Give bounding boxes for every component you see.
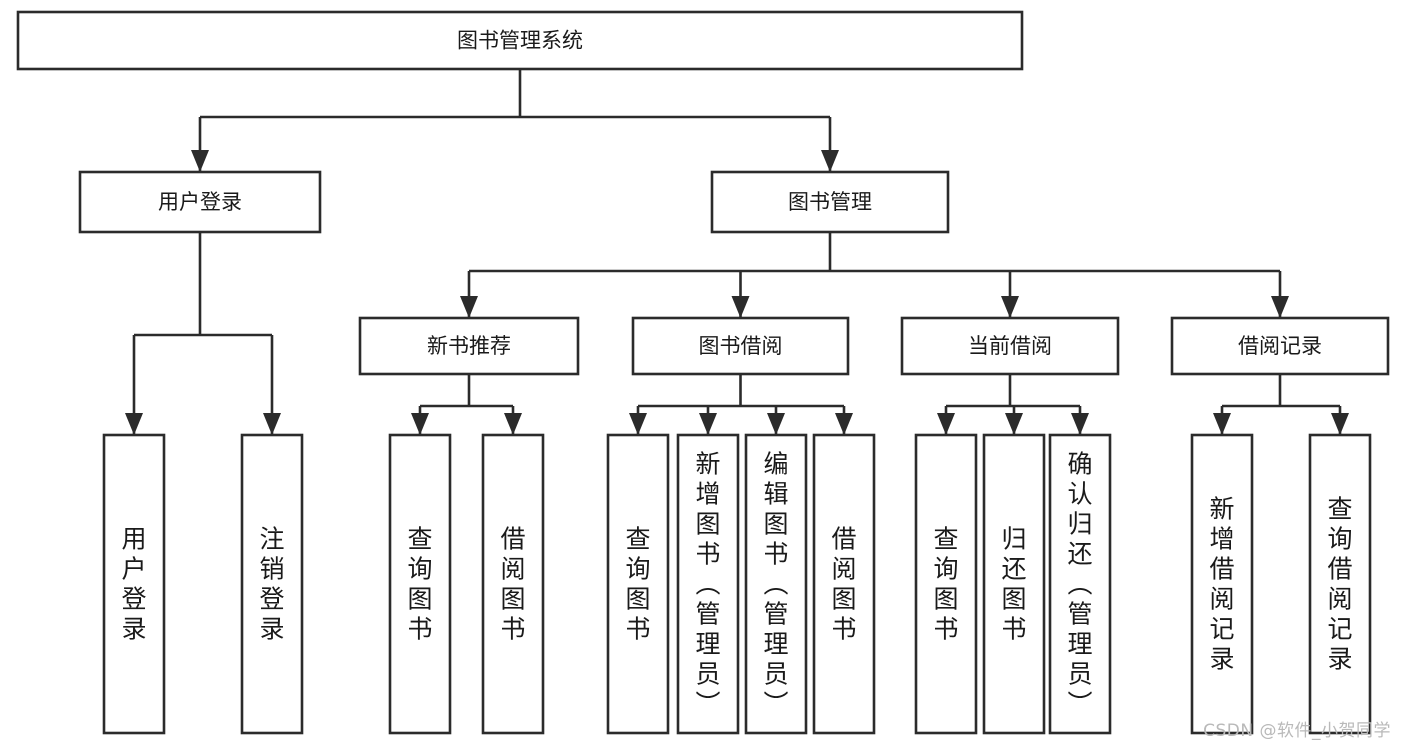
node-label-root: 图书管理系统	[457, 29, 583, 53]
node-borrow-record[interactable]: 借阅记录	[1170, 316, 1390, 376]
arrow-head-icon-leaf-edit-book-admin	[767, 413, 785, 435]
node-label-leaf-add-borrow-record: 新增借阅记录	[1209, 494, 1234, 673]
arrow-head-icon-leaf-add-borrow-record	[1213, 413, 1231, 435]
node-box-root	[16, 10, 1024, 71]
node-box-leaf-return-book	[982, 433, 1046, 735]
node-box-leaf-user-login	[102, 433, 166, 735]
node-label-book-borrow: 图书借阅	[699, 334, 783, 358]
node-box-current-borrow	[900, 316, 1120, 376]
node-leaf-return-book[interactable]: 归还图书	[982, 433, 1046, 735]
node-book-manage[interactable]: 图书管理	[710, 170, 950, 234]
arrow-head-icon-book-manage	[821, 150, 839, 172]
node-label-book-manage: 图书管理	[788, 190, 872, 214]
node-label-user-login: 用户登录	[158, 190, 242, 214]
node-leaf-edit-book-admin[interactable]: 编辑图书︵管理员︶	[744, 433, 808, 735]
node-label-leaf-borrow-book-rec: 借阅图书	[500, 524, 525, 643]
node-box-leaf-add-book-admin	[676, 433, 740, 735]
node-leaf-borrow-book[interactable]: 借阅图书	[812, 433, 876, 735]
arrow-head-icon-leaf-borrow-book	[835, 413, 853, 435]
node-leaf-query-book-current[interactable]: 查询图书	[914, 433, 978, 735]
node-box-book-manage	[710, 170, 950, 234]
node-leaf-add-borrow-record[interactable]: 新增借阅记录	[1190, 433, 1254, 735]
node-label-leaf-confirm-return-admin: 确认归还︵管理员︶	[1067, 449, 1092, 718]
node-box-leaf-query-book-current	[914, 433, 978, 735]
node-leaf-query-book-rec[interactable]: 查询图书	[388, 433, 452, 735]
node-leaf-query-book-borrow[interactable]: 查询图书	[606, 433, 670, 735]
node-user-login[interactable]: 用户登录	[78, 170, 322, 234]
node-box-new-book-rec	[358, 316, 580, 376]
node-box-leaf-borrow-book	[812, 433, 876, 735]
arrow-head-icon-user-login	[191, 150, 209, 172]
arrow-head-icon-leaf-query-borrow-record	[1331, 413, 1349, 435]
arrow-head-icon-current-borrow	[1001, 296, 1019, 318]
node-box-leaf-edit-book-admin	[744, 433, 808, 735]
node-box-leaf-logout	[240, 433, 304, 735]
node-box-leaf-query-book-borrow	[606, 433, 670, 735]
node-label-borrow-record: 借阅记录	[1238, 334, 1322, 358]
node-label-leaf-query-book-borrow: 查询图书	[625, 524, 650, 643]
node-label-leaf-edit-book-admin: 编辑图书︵管理员︶	[763, 449, 788, 718]
node-box-leaf-query-borrow-record	[1308, 433, 1372, 735]
node-leaf-query-borrow-record[interactable]: 查询借阅记录	[1308, 433, 1372, 735]
node-book-borrow[interactable]: 图书借阅	[631, 316, 850, 376]
node-box-book-borrow	[631, 316, 850, 376]
node-label-new-book-rec: 新书推荐	[427, 334, 511, 358]
arrow-head-icon-leaf-query-book-current	[937, 413, 955, 435]
node-box-borrow-record	[1170, 316, 1390, 376]
node-box-leaf-borrow-book-rec	[481, 433, 545, 735]
node-new-book-rec[interactable]: 新书推荐	[358, 316, 580, 376]
node-label-leaf-logout: 注销登录	[259, 524, 284, 643]
arrow-head-icon-leaf-return-book	[1005, 413, 1023, 435]
arrow-head-icon-new-book-rec	[460, 296, 478, 318]
connector-layer	[125, 69, 1349, 435]
node-label-leaf-query-book-current: 查询图书	[933, 524, 958, 643]
node-box-leaf-add-borrow-record	[1190, 433, 1254, 735]
node-root[interactable]: 图书管理系统	[16, 10, 1024, 71]
arrow-head-icon-leaf-confirm-return-admin	[1071, 413, 1089, 435]
node-leaf-add-book-admin[interactable]: 新增图书︵管理员︶	[676, 433, 740, 735]
arrow-head-icon-leaf-logout	[263, 413, 281, 435]
node-label-leaf-query-book-rec: 查询图书	[407, 524, 432, 643]
arrow-head-icon-leaf-borrow-book-rec	[504, 413, 522, 435]
node-layer: 图书管理系统用户登录图书管理新书推荐图书借阅当前借阅借阅记录用户登录注销登录查询…	[16, 10, 1390, 735]
node-label-leaf-add-book-admin: 新增图书︵管理员︶	[695, 449, 720, 718]
node-label-leaf-user-login: 用户登录	[121, 524, 146, 643]
node-label-leaf-query-borrow-record: 查询借阅记录	[1327, 494, 1352, 673]
arrow-head-icon-leaf-query-book-rec	[411, 413, 429, 435]
arrow-head-icon-leaf-add-book-admin	[699, 413, 717, 435]
node-box-leaf-query-book-rec	[388, 433, 452, 735]
node-label-current-borrow: 当前借阅	[968, 334, 1052, 358]
node-box-user-login	[78, 170, 322, 234]
arrow-head-icon-leaf-query-book-borrow	[629, 413, 647, 435]
node-leaf-logout[interactable]: 注销登录	[240, 433, 304, 735]
csdn-watermark: CSDN @软件_小贺同学	[1203, 721, 1391, 741]
node-label-leaf-borrow-book: 借阅图书	[831, 524, 856, 643]
node-current-borrow[interactable]: 当前借阅	[900, 316, 1120, 376]
node-leaf-borrow-book-rec[interactable]: 借阅图书	[481, 433, 545, 735]
node-label-leaf-return-book: 归还图书	[1001, 524, 1026, 643]
node-box-leaf-confirm-return-admin	[1048, 433, 1112, 735]
node-leaf-user-login[interactable]: 用户登录	[102, 433, 166, 735]
arrow-head-icon-leaf-user-login	[125, 413, 143, 435]
arrow-head-icon-book-borrow	[731, 296, 750, 318]
arrow-head-icon-borrow-record	[1271, 296, 1289, 318]
node-leaf-confirm-return-admin[interactable]: 确认归还︵管理员︶	[1048, 433, 1112, 735]
